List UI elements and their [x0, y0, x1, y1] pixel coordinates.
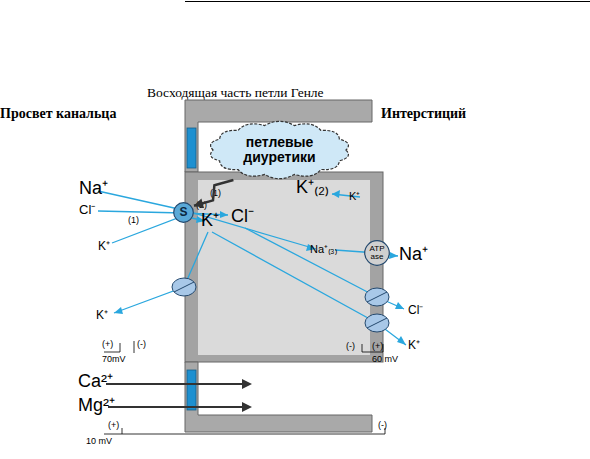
- circle-outline: [174, 203, 194, 223]
- arrow-head: [332, 190, 340, 198]
- region-label: Интерстиций: [381, 106, 466, 121]
- note-label: K⁺: [349, 190, 360, 202]
- node-text-column: петлевые диуретики: [226, 135, 334, 164]
- note-label: 10 mV: [86, 437, 112, 447]
- lower-cell: [185, 362, 372, 432]
- note-label: (+): [102, 340, 113, 350]
- ion-arrow: [112, 216, 205, 243]
- ion-label: Na⁺: [399, 245, 428, 265]
- note-label: (1): [210, 189, 221, 199]
- channel-line: [367, 292, 387, 302]
- arrow-head: [242, 379, 252, 389]
- arrow-head: [395, 302, 404, 309]
- node-text-column: S: [174, 206, 194, 219]
- arrow-head: [397, 336, 406, 345]
- node-text-column: ATP ase: [366, 245, 388, 262]
- node-text-wrap: ATP ase: [364, 240, 390, 266]
- cloud-outline: [211, 121, 349, 178]
- tight-junction: [187, 370, 196, 410]
- node-text-wrap: петлевые диуретики: [207, 120, 352, 180]
- ion-arrow: [245, 228, 404, 309]
- connector-head: [194, 199, 204, 209]
- connector-line: [194, 180, 233, 206]
- channel-line: [174, 282, 194, 292]
- ion-arrow: [212, 232, 406, 345]
- ion-label: K⁺: [408, 339, 420, 352]
- diagram-title: Восходящая часть петли Генле: [147, 86, 324, 101]
- ion-label: Na⁺: [79, 179, 108, 199]
- circle-outline: [365, 241, 390, 266]
- ion-channel: [365, 288, 389, 306]
- ion-label: K⁺: [98, 240, 110, 253]
- node-text: ATP ase: [366, 245, 388, 262]
- tight-junction: [187, 128, 196, 168]
- note-label: (-): [378, 421, 387, 431]
- ion-label: Mg²⁺: [78, 396, 115, 416]
- arrow-head: [242, 402, 252, 412]
- note-label: (1): [128, 216, 139, 226]
- node-text: петлевые диуретики: [226, 135, 334, 164]
- arrow-head: [114, 307, 123, 314]
- region-label: Просвет канальца: [0, 106, 116, 121]
- atpase-circle: ATP ase: [364, 240, 390, 266]
- note-label: (+): [108, 421, 119, 431]
- potential-bracket: [134, 341, 135, 353]
- ion-channel: [172, 278, 196, 296]
- arrow-head: [389, 252, 398, 259]
- ion-channel: [365, 314, 389, 332]
- note-label: 70mV: [102, 355, 126, 365]
- ion-arrow: [98, 191, 316, 249]
- ion-label: Cl⁻: [408, 304, 423, 317]
- cell-cytoplasm: [198, 180, 370, 355]
- ion-label: Cl⁻: [231, 207, 254, 227]
- ion-arrow: [108, 406, 244, 408]
- note-label: 60 mV: [372, 355, 398, 365]
- note-label: (-): [137, 340, 146, 350]
- node-text: S: [174, 206, 194, 219]
- top-rule: [185, 1, 590, 2]
- ion-label: K⁺₍₂₎: [296, 178, 329, 198]
- ion-arrow: [106, 383, 244, 385]
- note-label: Na⁺₍₃₎: [310, 243, 337, 255]
- ion-label: Cl⁻: [79, 203, 95, 217]
- ion-arrow: [114, 232, 208, 313]
- potential-line: [122, 434, 385, 435]
- upper-cell: [185, 100, 372, 172]
- ion-label: Ca²⁺: [78, 372, 113, 392]
- note-label: (+): [372, 342, 383, 352]
- note-label: (-): [346, 342, 355, 352]
- ion-label: K⁺: [201, 211, 219, 231]
- node-text-wrap: S: [173, 202, 194, 223]
- symporter-circle: S: [173, 202, 194, 223]
- ion-label: K⁺: [96, 309, 108, 322]
- drug-cloud: петлевые диуретики: [207, 120, 352, 180]
- cell-membrane: [185, 172, 383, 362]
- note-label: (2): [196, 201, 207, 211]
- lightning-connector: [194, 180, 233, 208]
- arrow-head: [220, 211, 228, 218]
- channel-line: [367, 318, 387, 328]
